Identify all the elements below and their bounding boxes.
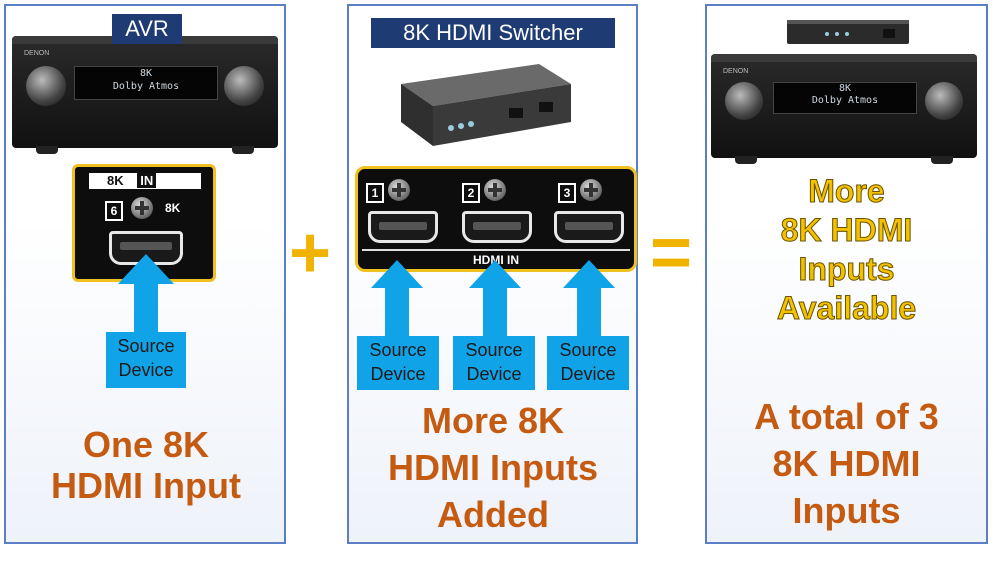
input-knob-icon [925,82,963,120]
hdmi-switcher-small-image [787,20,909,44]
port-8k-badge: 8K [165,201,181,215]
up-arrow-icon [563,260,615,340]
plus-operator: + [289,213,332,293]
screw-icon [484,179,506,201]
port-number-3: 3 [558,183,576,203]
equals-operator: = [650,213,693,293]
up-arrow-icon [371,260,423,340]
up-arrow-icon [118,254,174,344]
front-display: 8K Dolby Atmos [74,66,218,100]
switcher-hdmi-ports-closeup: 1 2 3 HDMI IN [355,166,637,272]
port-number-6: 6 [105,201,123,221]
input-knob-icon [224,66,264,106]
hdmi-port-1-icon [368,211,438,243]
avr-device-image: DENON 8K Dolby Atmos [711,54,977,164]
switcher-tag: 8K HDMI Switcher [371,18,615,48]
volume-knob-icon [725,82,763,120]
port-number-2: 2 [462,183,480,203]
brand-label: DENON [24,50,50,57]
front-display: 8K Dolby Atmos [773,82,917,114]
avr-hdmi-port-closeup: 8K IN 6 8K [72,164,216,282]
hdmi-in-label: HDMI IN [473,253,519,267]
hdmi-port-3-icon [554,211,624,243]
port-number-1: 1 [366,183,384,203]
up-arrow-icon [469,260,521,340]
volume-knob-icon [26,66,66,106]
avr-tag: AVR [112,14,182,44]
brand-label: DENON [723,68,749,75]
screw-icon [131,197,153,219]
avr-device-image: DENON 8K Dolby Atmos [12,36,278,154]
screw-icon [388,179,410,201]
hdmi-switcher-device-image [401,64,571,146]
avr-panel: DENON 8K Dolby Atmos AVR 8K IN 6 8K Sour… [4,4,286,544]
screw-icon [580,179,602,201]
hdmi-port-2-icon [462,211,532,243]
